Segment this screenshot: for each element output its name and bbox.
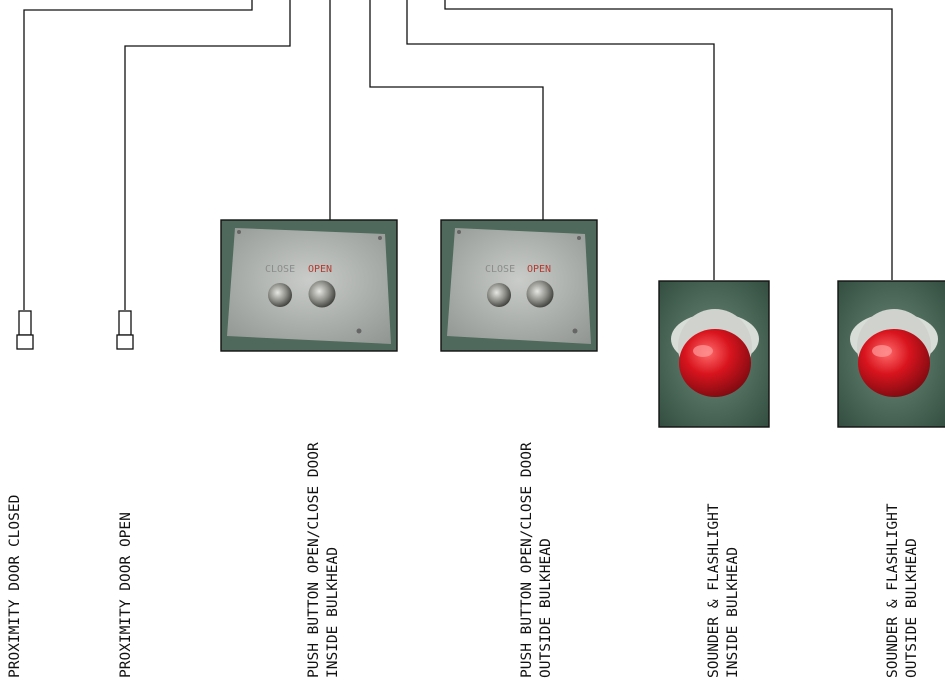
push-button-panel-outside: CLOSE OPEN bbox=[440, 219, 598, 352]
red-lamp bbox=[858, 329, 930, 397]
wire-sounder-inside bbox=[406, 0, 715, 280]
proximity-sensor-open bbox=[116, 310, 134, 350]
open-label: OPEN bbox=[308, 264, 332, 275]
sounder-flashlight-inside bbox=[658, 280, 770, 428]
label-push-button-inside-line2: INSIDE BULKHEAD bbox=[325, 547, 341, 678]
red-lamp bbox=[679, 329, 751, 397]
open-label: OPEN bbox=[527, 264, 551, 275]
wire-pb-outside bbox=[369, 0, 544, 220]
sounder-flashlight-outside bbox=[837, 280, 945, 428]
push-button-panel-inside: CLOSE OPEN bbox=[220, 219, 398, 352]
close-button-knob bbox=[268, 283, 292, 307]
proximity-sensor-closed bbox=[16, 310, 34, 350]
label-push-button-outside-line2: OUTSIDE BULKHEAD bbox=[538, 538, 554, 678]
label-sounder-outside-line2: OUTSIDE BULKHEAD bbox=[904, 538, 920, 678]
wire-prox-closed bbox=[23, 0, 253, 310]
label-proximity-door-open: PROXIMITY DOOR OPEN bbox=[118, 512, 134, 678]
label-proximity-door-closed: PROXIMITY DOOR CLOSED bbox=[7, 495, 23, 678]
close-label: CLOSE bbox=[265, 264, 295, 275]
close-label: CLOSE bbox=[485, 264, 515, 275]
wire-sounder-outside bbox=[444, 0, 893, 280]
label-push-button-outside-line1: PUSH BUTTON OPEN/CLOSE DOOR bbox=[519, 442, 535, 678]
close-button-knob bbox=[487, 283, 511, 307]
label-sounder-inside-line1: SOUNDER & FLASHLIGHT bbox=[706, 503, 722, 678]
wiring bbox=[23, 0, 893, 310]
open-button-knob bbox=[526, 280, 554, 308]
open-button-knob bbox=[308, 280, 336, 308]
label-sounder-inside-line2: INSIDE BULKHEAD bbox=[725, 547, 741, 678]
label-sounder-outside-line1: SOUNDER & FLASHLIGHT bbox=[885, 503, 901, 678]
label-push-button-inside-line1: PUSH BUTTON OPEN/CLOSE DOOR bbox=[306, 442, 322, 678]
wire-prox-open bbox=[124, 0, 291, 310]
